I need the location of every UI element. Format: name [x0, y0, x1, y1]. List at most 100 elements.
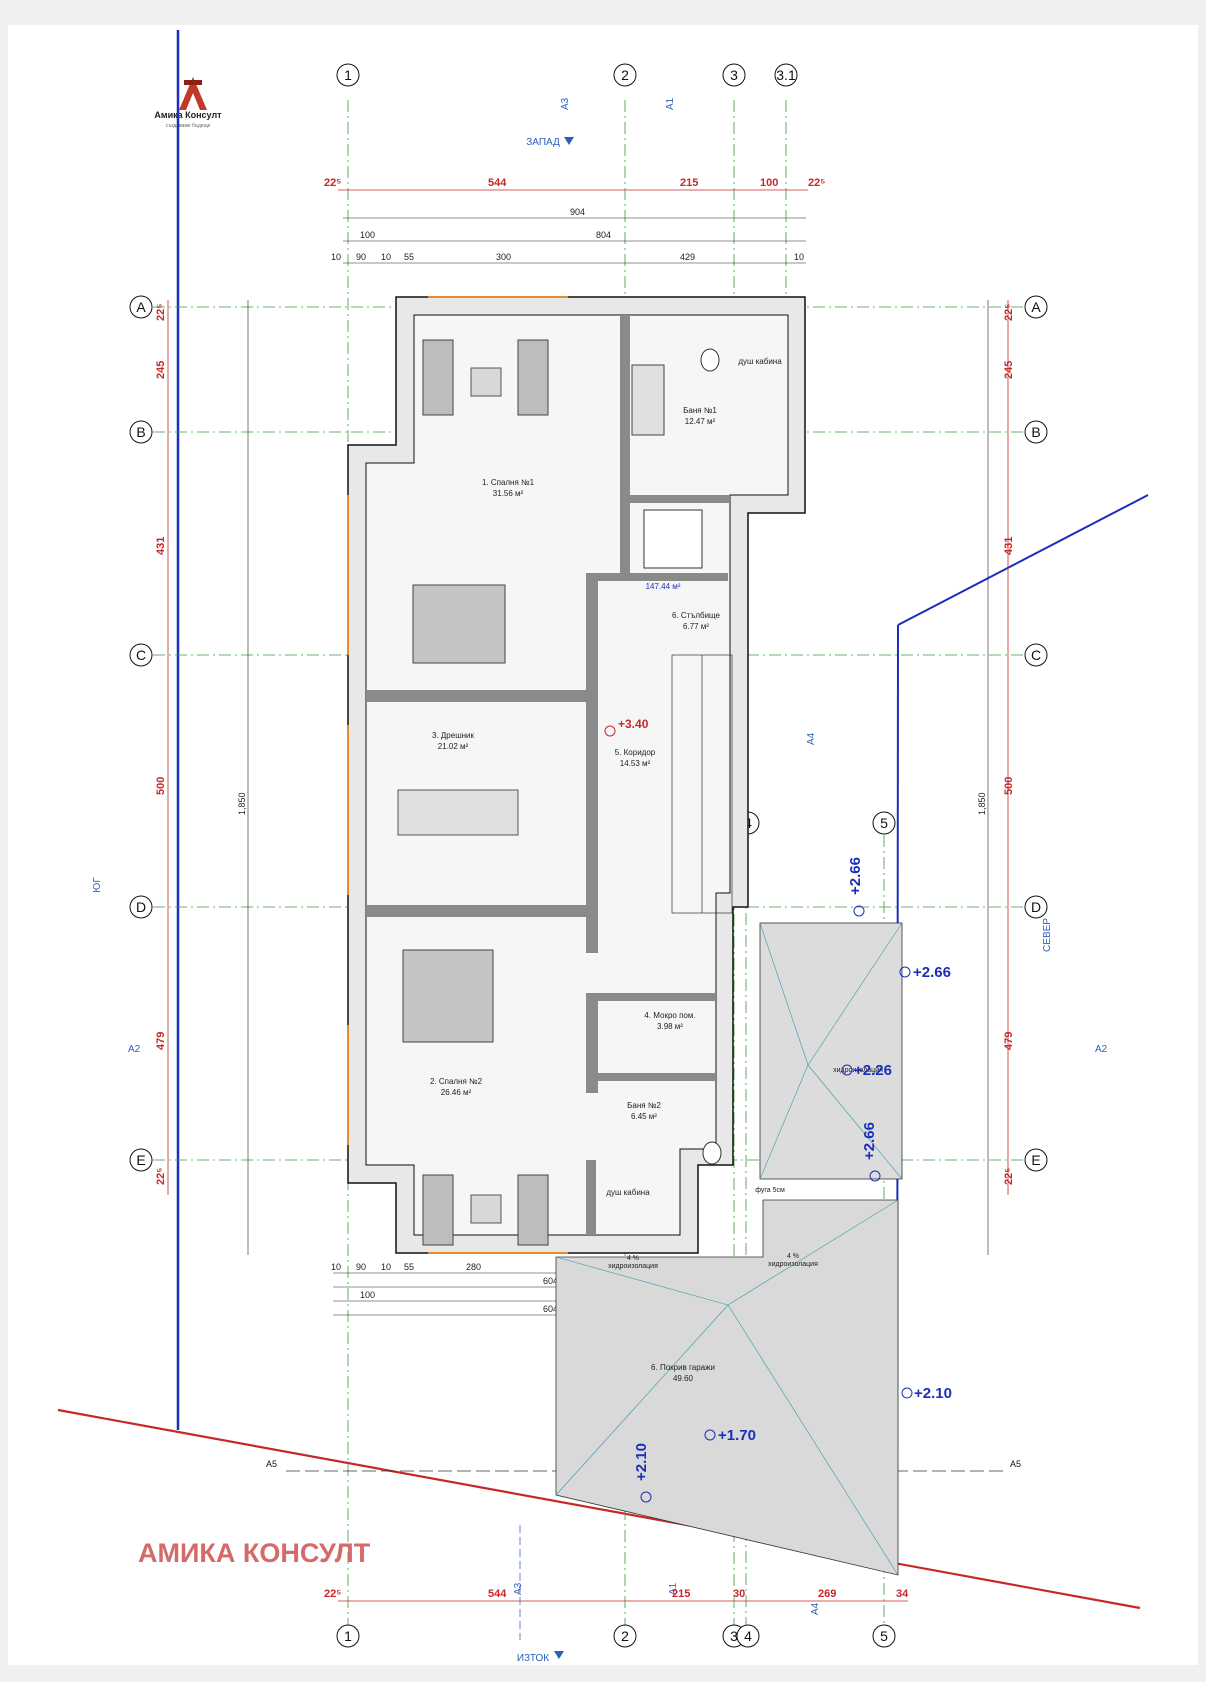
room-name: 6. Покрив гаражи — [651, 1363, 715, 1372]
svg-text:22⁵: 22⁵ — [1003, 1168, 1015, 1185]
svg-text:500: 500 — [155, 777, 167, 795]
axis-label: 3.1 — [776, 67, 796, 83]
axis-label: E — [1031, 1152, 1040, 1168]
axis-label: 3 — [730, 67, 738, 83]
west-label: ЗАПАД — [526, 137, 560, 148]
svg-text:55: 55 — [404, 1262, 414, 1272]
svg-text:22⁵: 22⁵ — [155, 304, 167, 321]
svg-text:22⁵: 22⁵ — [324, 177, 341, 189]
svg-text:34: 34 — [896, 1588, 909, 1600]
room-name: 4. Мокро пом. — [644, 1011, 695, 1020]
level-marks: +3.40 +2.66 +2.66 +2.66 +2.26 +2.10 +2.1… — [604, 717, 952, 1503]
dimensions-side: 22⁵ 245 431 500 479 22⁵ 22⁵ 245 431 500 … — [155, 300, 1015, 1255]
svg-text:280: 280 — [466, 1262, 481, 1272]
room-area: 12.47 м² — [685, 417, 716, 426]
axis-label: 3 — [730, 1628, 738, 1644]
svg-text:431: 431 — [1003, 537, 1015, 555]
axis-label: C — [136, 647, 146, 663]
roof-areas — [555, 922, 903, 1576]
svg-text:A5: A5 — [266, 1459, 277, 1469]
axis-label: C — [1031, 647, 1041, 663]
svg-text:1,850: 1,850 — [977, 792, 987, 815]
svg-text:A3: A3 — [513, 1582, 524, 1595]
svg-text:A5: A5 — [1010, 1459, 1021, 1469]
svg-text:хидроизолация: хидроизолация — [608, 1263, 658, 1270]
svg-text:269: 269 — [818, 1588, 836, 1600]
room-labels: 1. Спалня №1 31.56 м² Баня №1 12.47 м² д… — [430, 357, 782, 1383]
svg-text:904: 904 — [570, 207, 585, 217]
svg-text:A1: A1 — [665, 97, 676, 110]
svg-text:500: 500 — [1003, 777, 1015, 795]
svg-text:544: 544 — [488, 1588, 507, 1600]
svg-text:245: 245 — [155, 361, 167, 379]
svg-text:фуга 5см: фуга 5см — [755, 1187, 785, 1194]
svg-text:хидроизолация: хидроизолация — [833, 1067, 883, 1074]
axis-label: 1 — [344, 1628, 352, 1644]
svg-text:1,850: 1,850 — [237, 792, 247, 815]
svg-text:хидроизолация: хидроизолация — [768, 1261, 818, 1268]
room-name: душ кабина — [606, 1188, 650, 1197]
room-name: Баня №1 — [683, 406, 717, 415]
south-label: ЮГ — [92, 877, 103, 893]
level-label: +2.66 — [861, 1122, 878, 1160]
roof-notes: 4 % хидроизолация 4 % хидроизолация хидр… — [608, 1067, 883, 1270]
north-label: СЕВЕР — [1042, 918, 1053, 952]
logo: Амика Консулт създаваме бъдеще — [154, 77, 222, 129]
level-label: +2.26 — [854, 1062, 892, 1079]
room-area: 6.45 м² — [631, 1112, 657, 1121]
svg-text:100: 100 — [360, 1290, 375, 1300]
svg-text:A2: A2 — [128, 1044, 141, 1055]
svg-text:55: 55 — [404, 252, 414, 262]
property-line — [897, 494, 1149, 626]
room-name: душ кабина — [738, 357, 782, 366]
room-name: Баня №2 — [627, 1101, 661, 1110]
east-label: ИЗТОК — [517, 1653, 549, 1664]
svg-text:A4: A4 — [810, 1602, 821, 1615]
svg-text:4 %: 4 % — [627, 1255, 639, 1262]
room-name: 2. Спалня №2 — [430, 1077, 483, 1086]
axis-label: B — [1031, 424, 1040, 440]
room-area: 14.53 м² — [620, 759, 651, 768]
axis-label: 2 — [621, 67, 629, 83]
level-label: +2.66 — [847, 857, 864, 895]
axis-label: 1 — [344, 67, 352, 83]
room-area: 3.98 м² — [657, 1022, 683, 1031]
svg-text:22⁵: 22⁵ — [324, 1588, 341, 1600]
svg-text:245: 245 — [1003, 361, 1015, 379]
svg-text:215: 215 — [672, 1588, 690, 1600]
svg-text:10: 10 — [331, 252, 341, 262]
building-walls — [347, 296, 806, 1254]
dimensions-top: 22⁵ 544 215 100 22⁵ 904 100 804 10 90 10… — [324, 177, 825, 264]
floor-plan: Амика Консулт създаваме бъдеще 1 2 3 3.1… — [57, 30, 1149, 1664]
orientation: ЗАПАД ИЗТОК СЕВЕР ЮГ — [92, 137, 1053, 1664]
level-label: +1.70 — [718, 1427, 756, 1444]
svg-text:10: 10 — [794, 252, 804, 262]
room-area: 6.77 м² — [683, 622, 709, 631]
room-name: 6. Стълбище — [672, 611, 721, 620]
axis-label: 5 — [880, 815, 888, 831]
total-area: 147.44 м² — [646, 582, 681, 591]
room-name: 3. Дрешник — [432, 731, 475, 740]
svg-text:30: 30 — [733, 1588, 745, 1600]
svg-text:431: 431 — [155, 537, 167, 555]
axis-label: 4 — [744, 1628, 752, 1644]
svg-text:429: 429 — [680, 252, 695, 262]
axis-label: D — [136, 899, 146, 915]
svg-text:804: 804 — [596, 230, 611, 240]
svg-text:22⁵: 22⁵ — [808, 177, 825, 189]
axis-label: D — [1031, 899, 1041, 915]
axis-label: A — [1031, 299, 1041, 315]
axis-label: 2 — [621, 1628, 629, 1644]
level-label: +3.40 — [618, 717, 649, 731]
svg-text:90: 90 — [356, 1262, 366, 1272]
svg-text:479: 479 — [1003, 1032, 1015, 1050]
svg-text:100: 100 — [360, 230, 375, 240]
room-area: 31.56 м² — [493, 489, 524, 498]
svg-text:10: 10 — [331, 1262, 341, 1272]
axis-label: 5 — [880, 1628, 888, 1644]
svg-text:604: 604 — [543, 1304, 558, 1314]
svg-text:215: 215 — [680, 177, 698, 189]
svg-text:A3: A3 — [560, 97, 571, 110]
room-name: 1. Спалня №1 — [482, 478, 535, 487]
drawing-sheet: Амика Консулт създаваме бъдеще 1 2 3 3.1… — [8, 25, 1198, 1665]
